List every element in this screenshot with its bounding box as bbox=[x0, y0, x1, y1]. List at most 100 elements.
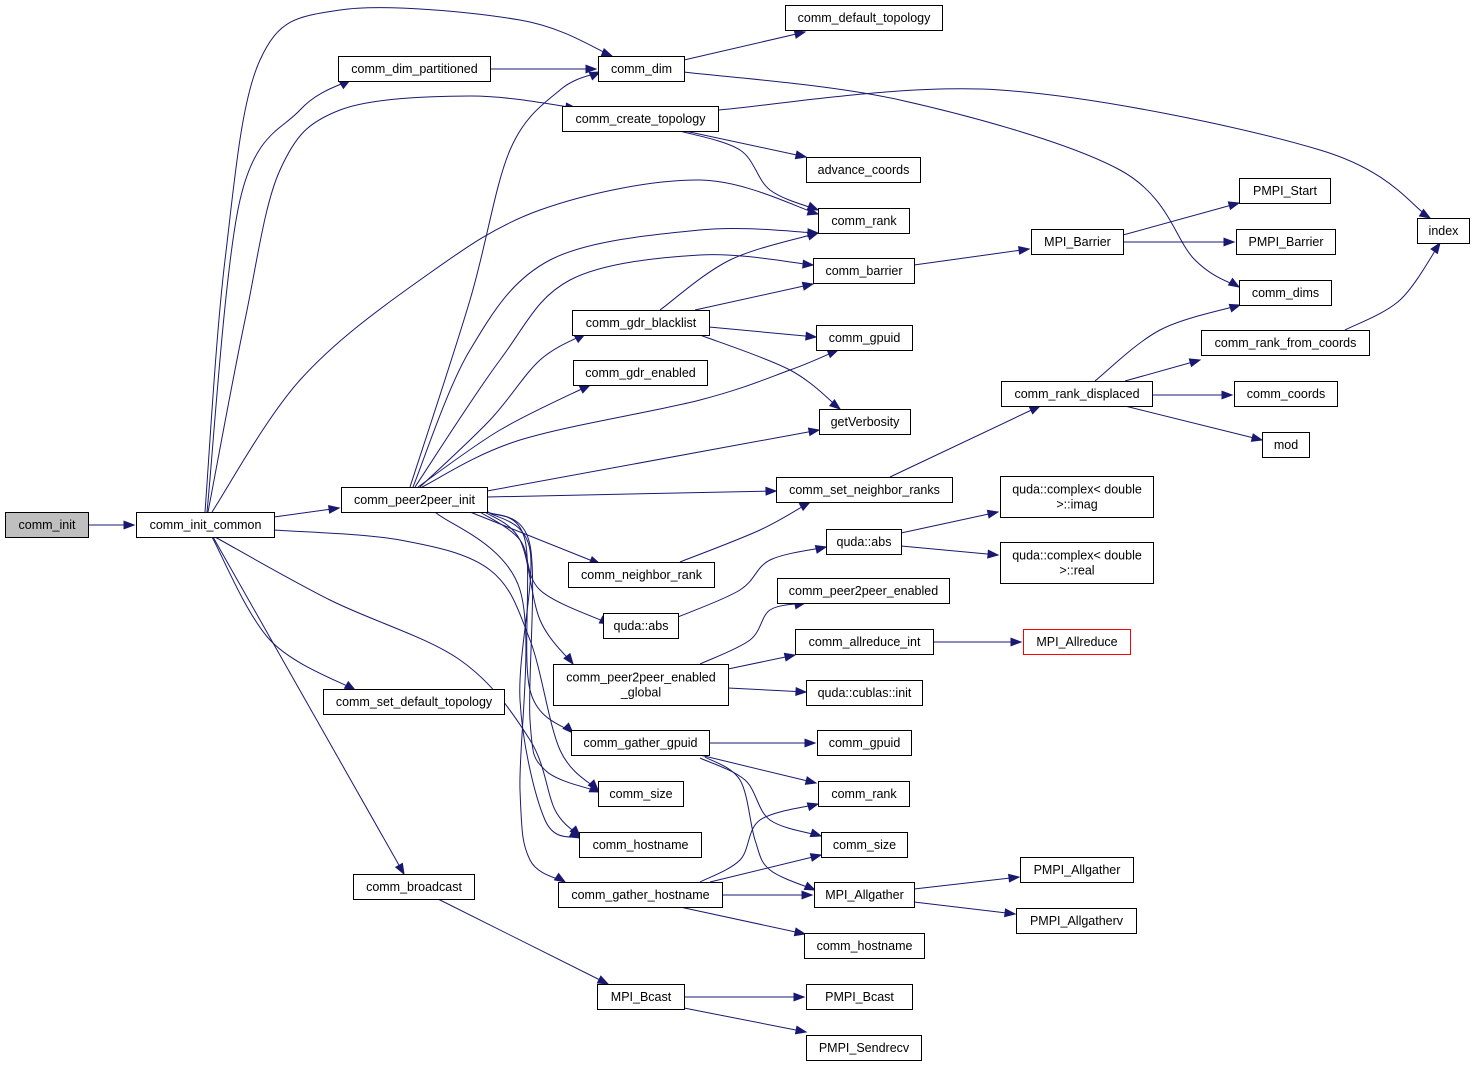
node-label: comm_rank_from_coords bbox=[1215, 336, 1357, 350]
edge-arrowhead bbox=[562, 722, 574, 734]
edge-line bbox=[913, 901, 1016, 915]
edge-arrowhead bbox=[1223, 237, 1236, 247]
node-comm-dim-partitioned[interactable]: comm_dim_partitioned bbox=[338, 56, 491, 82]
node-mod[interactable]: mod bbox=[1262, 432, 1310, 458]
node-mpi-allreduce[interactable]: MPI_Allreduce bbox=[1023, 629, 1131, 655]
edge-arrowhead bbox=[798, 501, 812, 512]
node-pmpi-barrier[interactable]: PMPI_Barrier bbox=[1236, 229, 1336, 255]
node-quda-complex-double-imag[interactable]: quda::complex< double>::imag bbox=[1000, 476, 1154, 518]
node-comm-init[interactable]: comm_init bbox=[5, 512, 89, 538]
node-comm-size[interactable]: comm_size bbox=[598, 781, 684, 807]
node-label: PMPI_Bcast bbox=[825, 990, 894, 1004]
node-comm-gather-gpuid[interactable]: comm_gather_gpuid bbox=[571, 730, 710, 756]
edge-arrowhead bbox=[1188, 358, 1202, 368]
node-comm-peer2peer-enabled[interactable]: comm_peer2peer_enabled bbox=[777, 578, 950, 604]
node-mpi-barrier[interactable]: MPI_Barrier bbox=[1031, 229, 1124, 255]
edge-n10-n12 bbox=[1123, 237, 1236, 247]
edge-n1-n2 bbox=[206, 79, 352, 513]
edge-n2-n3 bbox=[490, 64, 598, 74]
node-box bbox=[818, 208, 910, 234]
node-comm-gpuid[interactable]: comm_gpuid bbox=[817, 730, 912, 756]
edge-line bbox=[437, 898, 609, 985]
node-comm-neighbor-rank[interactable]: comm_neighbor_rank bbox=[568, 562, 715, 588]
edge-n22-n41 bbox=[434, 511, 567, 883]
node-comm-dims[interactable]: comm_dims bbox=[1239, 280, 1332, 306]
node-quda-cublas-init[interactable]: quda::cublas::init bbox=[806, 680, 923, 706]
edge-n14-n9 bbox=[694, 281, 815, 311]
node-comm-init-common[interactable]: comm_init_common bbox=[136, 512, 275, 538]
edge-n18-n6 bbox=[1344, 241, 1441, 331]
edge-line bbox=[421, 349, 839, 488]
edge-line bbox=[699, 757, 822, 837]
node-mpi-bcast[interactable]: MPI_Bcast bbox=[597, 984, 685, 1010]
edge-line bbox=[1344, 242, 1441, 331]
node-comm-broadcast[interactable]: comm_broadcast bbox=[353, 874, 475, 900]
node-pmpi-start[interactable]: PMPI_Start bbox=[1239, 178, 1331, 204]
node-mpi-allgather[interactable]: MPI_Allgather bbox=[814, 882, 915, 908]
node-quda-abs[interactable]: quda::abs bbox=[826, 529, 902, 555]
node-label: comm_peer2peer_init bbox=[354, 493, 475, 507]
node-box bbox=[136, 512, 275, 538]
edge-line bbox=[679, 501, 811, 563]
node-comm-rank[interactable]: comm_rank bbox=[818, 208, 910, 234]
node-comm-dim[interactable]: comm_dim bbox=[598, 56, 685, 82]
node-label: comm_rank bbox=[831, 787, 897, 801]
node-label: advance_coords bbox=[818, 163, 910, 177]
node-comm-peer2peer-init[interactable]: comm_peer2peer_init bbox=[341, 487, 488, 513]
edge-line bbox=[211, 536, 356, 691]
node-comm-allreduce-int[interactable]: comm_allreduce_int bbox=[795, 629, 934, 655]
node-box bbox=[813, 258, 915, 284]
node-advance-coords[interactable]: advance_coords bbox=[806, 157, 921, 183]
node-label: >::imag bbox=[1056, 498, 1097, 512]
node-box bbox=[1239, 280, 1332, 306]
node-label: comm_init bbox=[19, 518, 76, 532]
node-comm-rank-displaced[interactable]: comm_rank_displaced bbox=[1001, 381, 1153, 407]
node-comm-gdr-enabled[interactable]: comm_gdr_enabled bbox=[573, 360, 708, 386]
edge-arrowhead bbox=[806, 201, 820, 211]
edge-n1-n44 bbox=[212, 536, 405, 876]
node-label: MPI_Allgather bbox=[825, 888, 904, 902]
node-comm-hostname[interactable]: comm_hostname bbox=[579, 832, 702, 858]
node-pmpi-bcast[interactable]: PMPI_Bcast bbox=[806, 984, 913, 1010]
node-index[interactable]: index bbox=[1417, 218, 1470, 244]
node-getverbosity[interactable]: getVerbosity bbox=[819, 409, 911, 435]
node-pmpi-allgatherv[interactable]: PMPI_Allgatherv bbox=[1016, 908, 1137, 934]
edge-n30-n31 bbox=[933, 637, 1023, 647]
edge-arrowhead bbox=[793, 30, 807, 39]
node-box bbox=[598, 56, 685, 82]
edge-arrowhead bbox=[804, 738, 817, 748]
node-pmpi-sendrecv[interactable]: PMPI_Sendrecv bbox=[806, 1035, 922, 1061]
node-comm-barrier[interactable]: comm_barrier bbox=[813, 258, 915, 284]
node-comm-create-topology[interactable]: comm_create_topology bbox=[562, 106, 719, 132]
node-comm-rank-from-coords[interactable]: comm_rank_from_coords bbox=[1201, 330, 1370, 356]
edge-line bbox=[484, 511, 574, 665]
node-comm-set-default-topology[interactable]: comm_set_default_topology bbox=[323, 689, 505, 715]
node-comm-size[interactable]: comm_size bbox=[821, 832, 908, 858]
node-label: comm_gather_hostname bbox=[571, 888, 709, 902]
node-comm-set-neighbor-ranks[interactable]: comm_set_neighbor_ranks bbox=[776, 477, 953, 503]
node-box bbox=[814, 882, 915, 908]
node-pmpi-allgather[interactable]: PMPI_Allgather bbox=[1020, 857, 1134, 883]
node-label: comm_barrier bbox=[825, 264, 902, 278]
node-label: comm_create_topology bbox=[576, 112, 707, 126]
node-comm-rank[interactable]: comm_rank bbox=[818, 781, 910, 807]
node-comm-coords[interactable]: comm_coords bbox=[1234, 381, 1338, 407]
node-comm-gpuid[interactable]: comm_gpuid bbox=[816, 325, 913, 351]
node-label: comm_coords bbox=[1247, 387, 1326, 401]
node-comm-peer2peer-enabled-global[interactable]: comm_peer2peer_enabled_global bbox=[553, 664, 729, 706]
node-quda-abs[interactable]: quda::abs bbox=[603, 613, 679, 639]
node-comm-gather-hostname[interactable]: comm_gather_hostname bbox=[558, 882, 723, 908]
node-quda-complex-double-real[interactable]: quda::complex< double>::real bbox=[1000, 542, 1154, 584]
edge-arrowhead bbox=[794, 150, 808, 160]
node-comm-hostname[interactable]: comm_hostname bbox=[804, 933, 925, 959]
edge-arrowhead bbox=[802, 259, 815, 269]
edge-n44-n47 bbox=[437, 898, 610, 985]
node-comm-gdr-blacklist[interactable]: comm_gdr_blacklist bbox=[572, 310, 710, 336]
edge-line bbox=[704, 756, 816, 891]
node-label: comm_dim bbox=[611, 62, 672, 76]
node-comm-default-topology[interactable]: comm_default_topology bbox=[785, 5, 943, 31]
edge-line bbox=[434, 511, 566, 883]
edge-line bbox=[412, 228, 819, 488]
node-box bbox=[558, 882, 723, 908]
node-box bbox=[579, 832, 702, 858]
